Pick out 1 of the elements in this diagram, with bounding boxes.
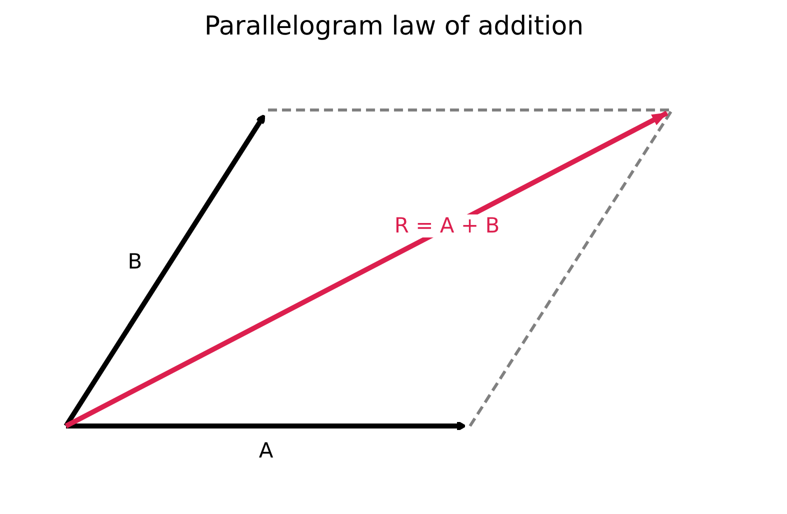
title: Parallelogram law of addition bbox=[204, 12, 584, 42]
